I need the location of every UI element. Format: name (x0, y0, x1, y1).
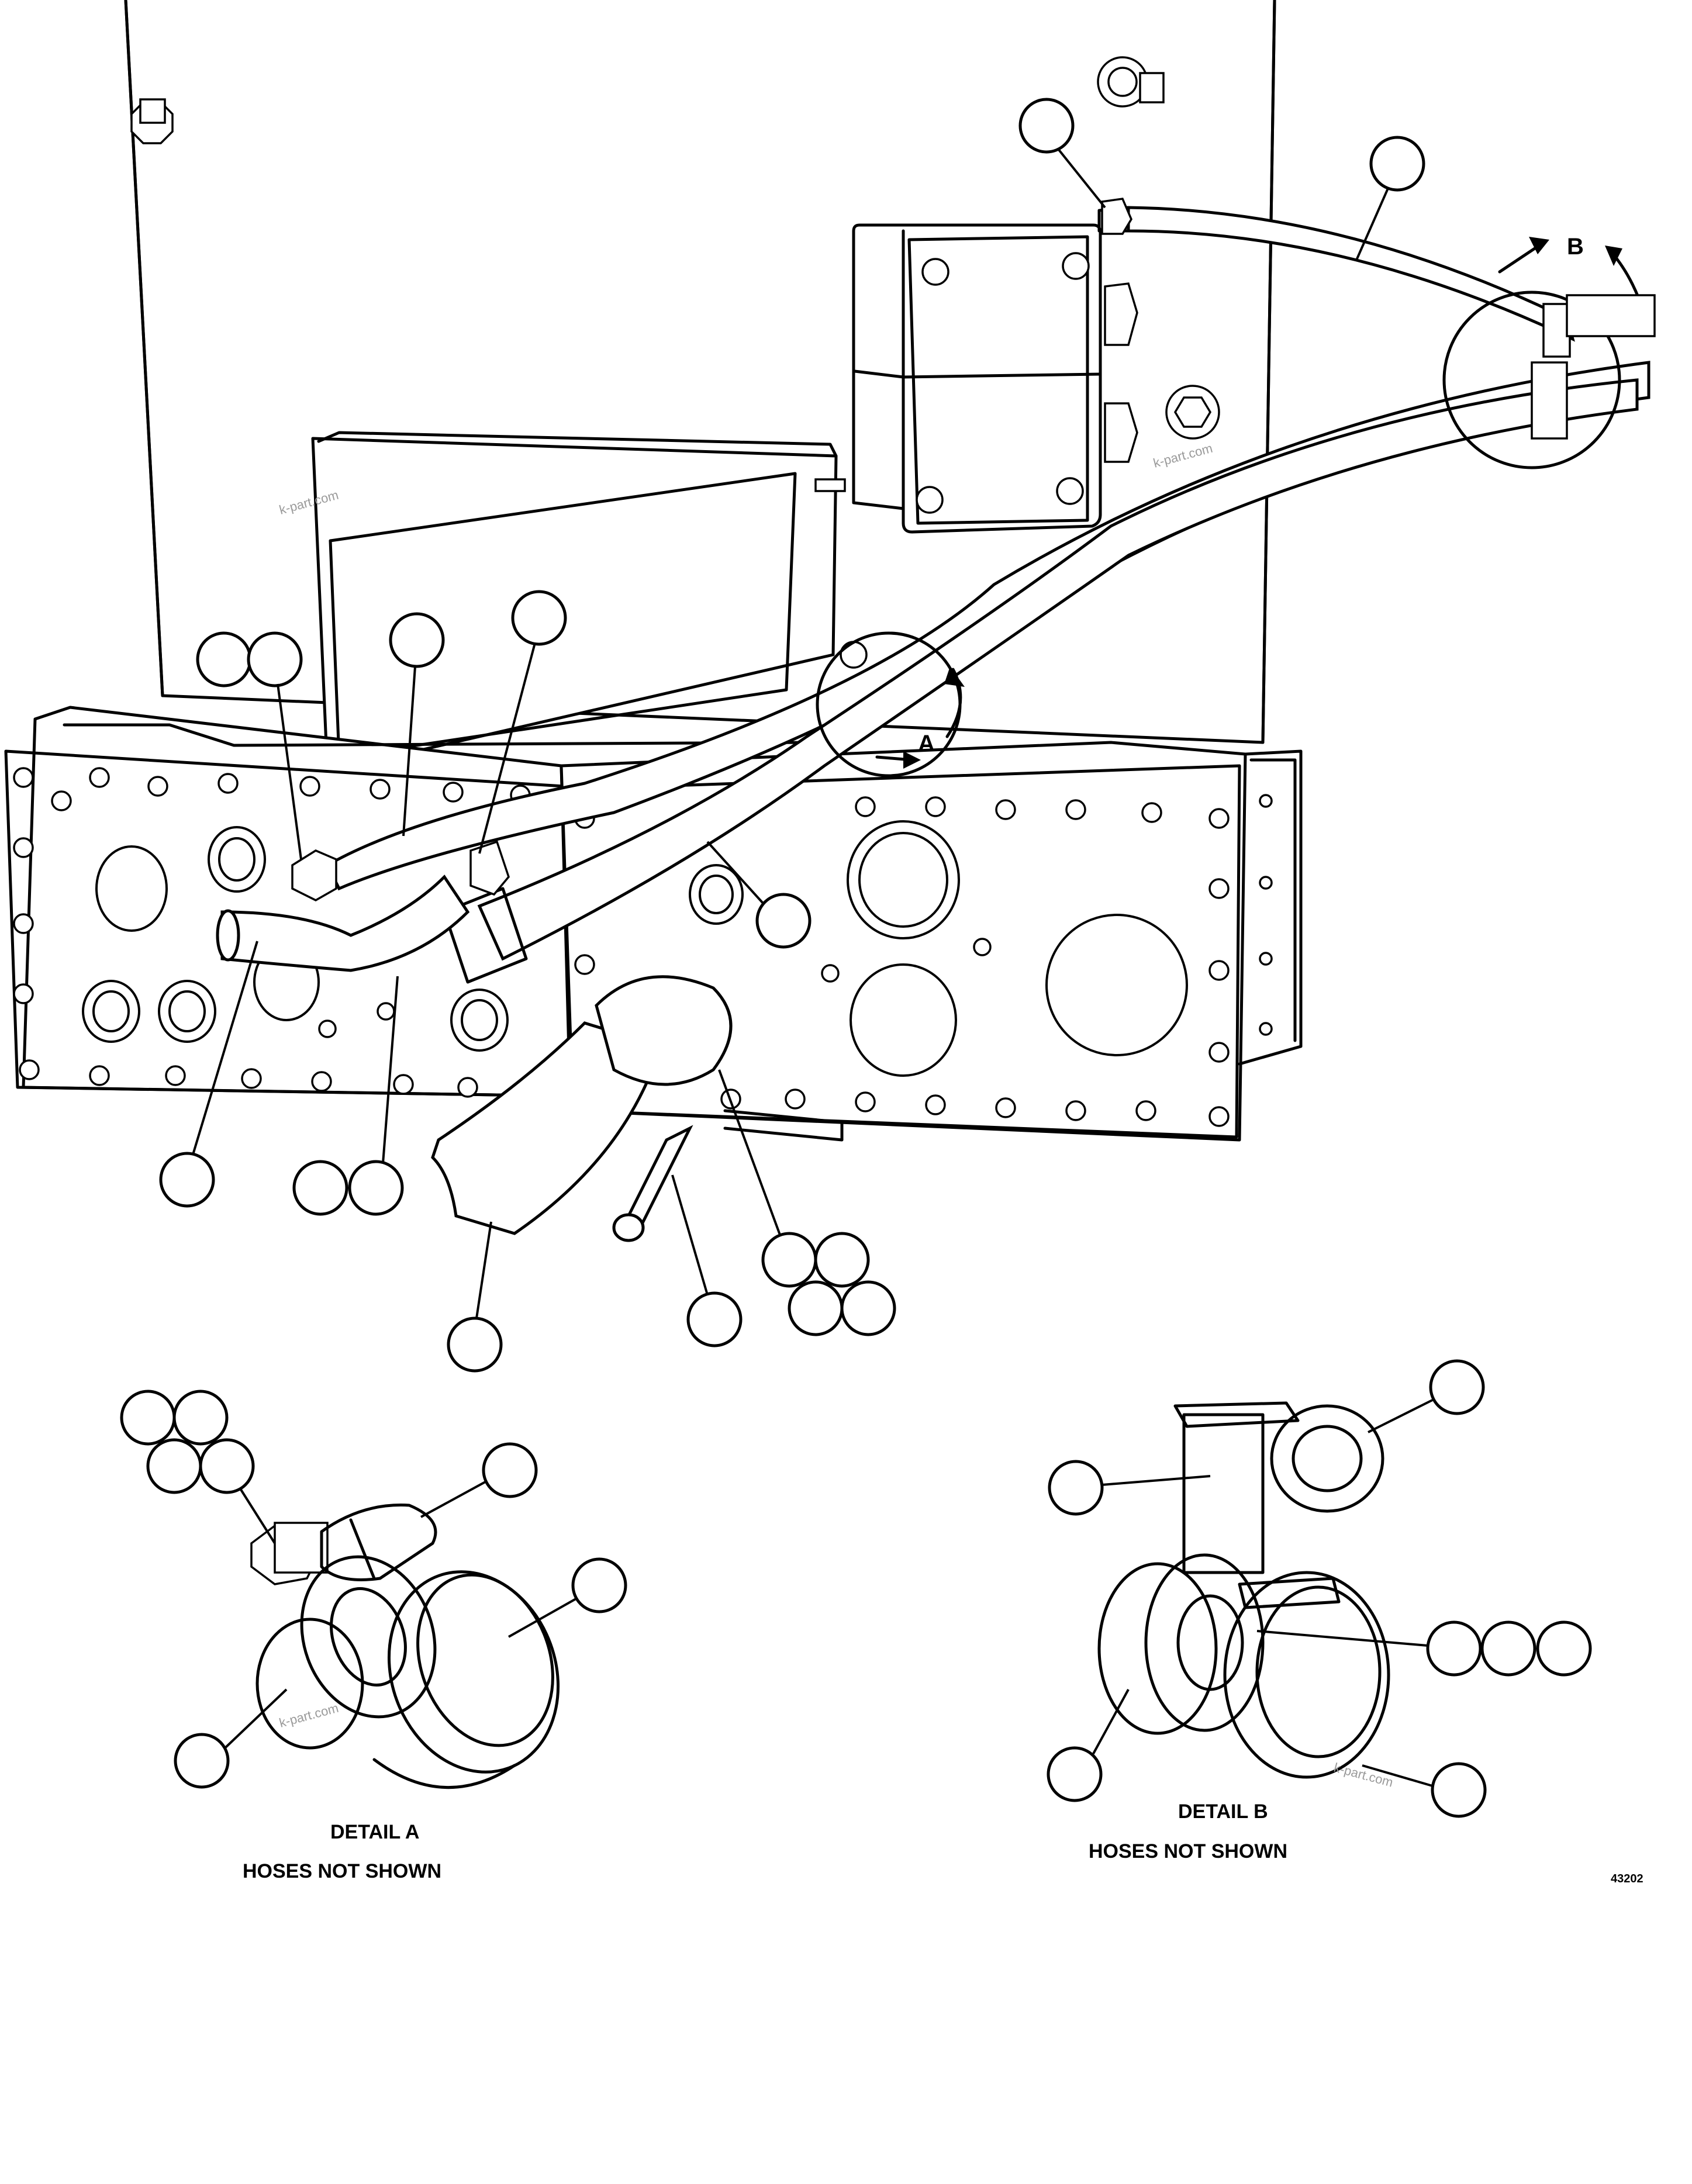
wall-bolt-top-right (1097, 56, 1165, 108)
hose-elbow-lower (431, 975, 844, 1242)
wall-bolt-mid-right (1165, 385, 1220, 440)
callout-bubbles-main (159, 98, 1425, 1373)
plate-bolts (13, 767, 1273, 1127)
detail-a-note: HOSES NOT SHOWN (243, 1860, 441, 1882)
detail-a-callout-circle (816, 631, 965, 777)
hose-short-left (216, 875, 470, 972)
watermark: k-part.com (1332, 1760, 1395, 1790)
wall-bolt-left (130, 98, 174, 144)
watermark: k-part.com (278, 1701, 340, 1730)
detail-a-title: DETAIL A (330, 1821, 419, 1843)
seat-back-plate (311, 431, 846, 773)
hose-fittings (291, 198, 1132, 901)
callout-bubbles-detail-b (1047, 1359, 1592, 1818)
detail-b-callout-circle (1442, 237, 1656, 469)
detail-b-clamp-drawing (1097, 1401, 1390, 1779)
plate-ports (82, 820, 1188, 1077)
figure-number: 43202 (1611, 1872, 1643, 1885)
detail-a-clamp-drawing (250, 1504, 560, 1789)
callout-bubbles-detail-a (120, 1390, 627, 1789)
junction-box (852, 223, 1138, 534)
detail-b-title: DETAIL B (1178, 1801, 1268, 1823)
view-label-a: A (918, 731, 935, 756)
view-label-b: B (1567, 234, 1584, 260)
detail-b-note: HOSES NOT SHOWN (1089, 1840, 1287, 1862)
